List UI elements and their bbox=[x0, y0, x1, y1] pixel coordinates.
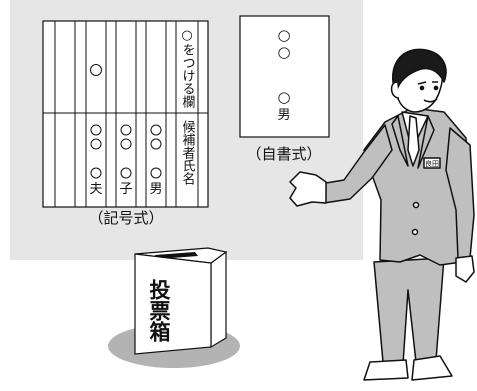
candidate-column: 夫 bbox=[89, 124, 103, 197]
mark-column-header: ○をつける欄 bbox=[180, 28, 196, 109]
write-in-ballot: ○ ○ ○ 男 bbox=[239, 15, 330, 138]
official-figure: 良田 bbox=[289, 48, 475, 381]
candidate-name: 男 bbox=[149, 182, 162, 197]
candidate-column: 男 bbox=[149, 124, 163, 197]
write-in-mark: ○ bbox=[277, 88, 290, 106]
candidate-name: 子 bbox=[119, 182, 132, 197]
write-in-mark: ○ bbox=[277, 43, 290, 61]
symbol-ballot: 夫 子 男 ○をつける欄 候補者氏名 bbox=[42, 20, 209, 208]
write-in-name: 男 bbox=[277, 108, 290, 123]
candidate-column-header: 候補者氏名 bbox=[180, 120, 196, 185]
write-in-mark: ○ bbox=[277, 26, 290, 44]
ballot-box: 投票箱 bbox=[108, 247, 240, 368]
candidate-name: 夫 bbox=[89, 182, 102, 197]
write-in-ballot-caption: （自書式） bbox=[246, 145, 321, 163]
ballot-box-label: 投票箱 bbox=[147, 278, 171, 342]
mark-circle bbox=[90, 64, 102, 76]
symbol-ballot-caption: （記号式） bbox=[88, 209, 163, 227]
name-badge: 良田 bbox=[425, 159, 439, 168]
candidate-column: 子 bbox=[119, 124, 133, 197]
